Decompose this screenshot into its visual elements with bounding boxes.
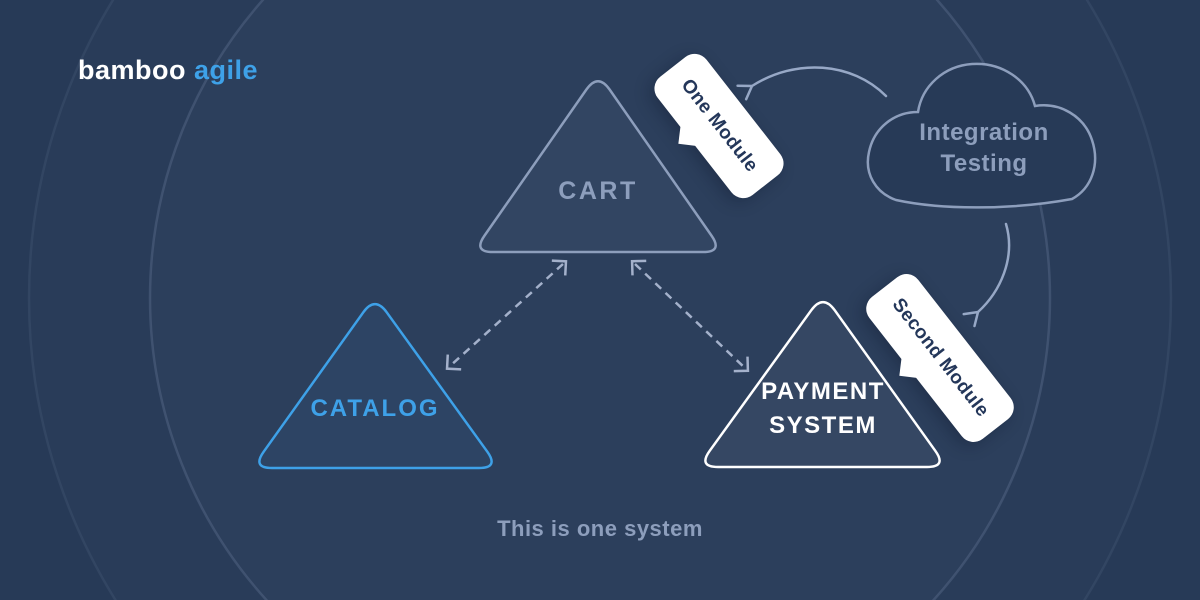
dashed-link-catalog-cart <box>445 259 568 371</box>
cart-label: CART <box>558 177 638 205</box>
brand-logo: bamboo agile <box>78 55 258 86</box>
payment-triangle <box>704 300 941 469</box>
catalog-triangle <box>258 302 493 470</box>
cloud-label-line1: Integration <box>919 119 1049 146</box>
cart-triangle <box>479 79 717 254</box>
brand-word-agile: agile <box>194 55 259 85</box>
cloud-label-line2: Testing <box>940 150 1028 177</box>
background-ring-outer <box>27 0 1173 600</box>
arrow-cloud-to-one-module <box>736 66 888 101</box>
arrow-cloud-to-second-module <box>962 222 1011 328</box>
payment-label-line1: PAYMENT <box>761 378 885 405</box>
payment-label-line2: SYSTEM <box>769 412 877 439</box>
cloud-icon <box>866 62 1097 209</box>
dashed-link-cart-payment <box>630 259 750 373</box>
catalog-label: CATALOG <box>310 395 440 422</box>
caption-text: This is one system <box>497 516 703 541</box>
background-ring-inner <box>148 0 1052 600</box>
payment-system-label: PAYMENT SYSTEM <box>693 375 953 443</box>
integration-testing-label: Integration Testing <box>854 117 1114 179</box>
brand-word-bamboo: bamboo <box>78 55 186 85</box>
